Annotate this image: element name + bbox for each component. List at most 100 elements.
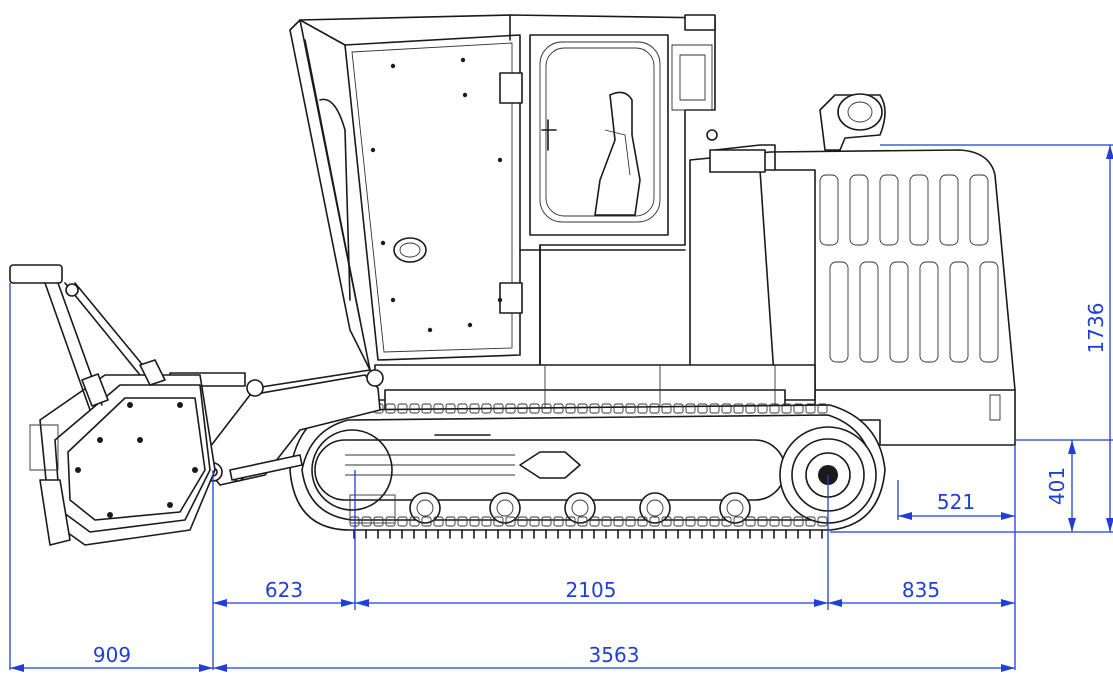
track-roller-hub bbox=[571, 499, 589, 517]
track-link bbox=[613, 403, 624, 414]
track-link bbox=[697, 516, 708, 527]
track-link bbox=[721, 516, 732, 527]
mulcher-head bbox=[29, 374, 216, 546]
cab-bolts bbox=[370, 57, 503, 333]
track-link bbox=[409, 516, 420, 527]
track-link bbox=[397, 403, 408, 414]
bolt bbox=[462, 92, 468, 98]
track-link bbox=[673, 516, 684, 527]
track-link bbox=[781, 403, 792, 414]
track-link bbox=[709, 403, 720, 414]
push-bar-frame bbox=[9, 264, 166, 411]
air-intake bbox=[706, 93, 886, 173]
dimension-arrowheads bbox=[10, 145, 1113, 672]
track-link bbox=[529, 516, 540, 527]
track-link bbox=[769, 403, 780, 414]
track-link bbox=[493, 516, 504, 527]
track-roller bbox=[489, 492, 521, 524]
track-link bbox=[805, 516, 816, 527]
track-link bbox=[517, 403, 528, 414]
track-link bbox=[601, 403, 612, 414]
track-link bbox=[685, 516, 696, 527]
bolt bbox=[75, 467, 81, 473]
track-link bbox=[805, 403, 816, 414]
track-link bbox=[625, 403, 636, 414]
dimension-label-1736: 1736 bbox=[1084, 303, 1108, 354]
bolt bbox=[97, 437, 103, 443]
track-link bbox=[589, 516, 600, 527]
track-link bbox=[433, 516, 444, 527]
track-roller bbox=[719, 492, 751, 524]
track-roller bbox=[639, 492, 671, 524]
vent-slot bbox=[939, 174, 959, 246]
track-link bbox=[541, 516, 552, 527]
track-roller bbox=[564, 492, 596, 524]
vent-slot bbox=[889, 261, 909, 363]
mulcher-arm bbox=[169, 369, 384, 486]
vent-slot bbox=[949, 261, 969, 363]
track-link bbox=[637, 516, 648, 527]
track-link bbox=[817, 403, 828, 414]
track-roller-hub bbox=[496, 499, 514, 517]
vent-slot bbox=[859, 261, 879, 363]
dimension-label-2105: 2105 bbox=[566, 578, 617, 602]
track-roller-hub bbox=[726, 499, 744, 517]
track-roller bbox=[409, 492, 441, 524]
track-link bbox=[661, 516, 672, 527]
track-link bbox=[781, 516, 792, 527]
dimension-label-521: 521 bbox=[937, 490, 975, 514]
bolt bbox=[127, 402, 133, 408]
track-link bbox=[493, 403, 504, 414]
operator-cab bbox=[289, 14, 716, 391]
track-link bbox=[685, 403, 696, 414]
track-link bbox=[721, 403, 732, 414]
dimension-label-623: 623 bbox=[265, 578, 303, 602]
vent-slot bbox=[829, 261, 849, 363]
track-link bbox=[445, 516, 456, 527]
track-link bbox=[361, 516, 372, 527]
track-link bbox=[481, 403, 492, 414]
bolt bbox=[107, 512, 113, 518]
track-link bbox=[385, 516, 396, 527]
track-link bbox=[745, 516, 756, 527]
track-link bbox=[409, 403, 420, 414]
track-link bbox=[505, 516, 516, 527]
vent-slot bbox=[879, 174, 899, 246]
track-link bbox=[385, 403, 396, 414]
track-link bbox=[601, 516, 612, 527]
track-link bbox=[793, 516, 804, 527]
track-link bbox=[589, 403, 600, 414]
track-link bbox=[529, 403, 540, 414]
track-link bbox=[481, 516, 492, 527]
track-link bbox=[469, 403, 480, 414]
bolt bbox=[460, 57, 466, 63]
hood-vent-grille bbox=[819, 174, 999, 363]
track-link bbox=[649, 403, 660, 414]
vent-slot bbox=[909, 174, 929, 246]
track-link bbox=[673, 403, 684, 414]
vent-slot bbox=[819, 174, 839, 246]
bolt bbox=[380, 240, 386, 246]
bolt bbox=[192, 467, 198, 473]
track-link bbox=[445, 403, 456, 414]
track-link bbox=[769, 516, 780, 527]
bolt bbox=[390, 297, 396, 303]
bolt bbox=[467, 322, 473, 328]
dimension-label-401: 401 bbox=[1045, 467, 1069, 505]
bolt bbox=[390, 63, 396, 69]
bolt bbox=[167, 502, 173, 508]
track-link bbox=[541, 403, 552, 414]
track-link bbox=[577, 516, 588, 527]
track-link bbox=[745, 403, 756, 414]
dimension-lines: 909 3563 623 2105 835 521 401 1736 bbox=[9, 144, 1113, 672]
track-link bbox=[697, 403, 708, 414]
track-link bbox=[733, 403, 744, 414]
vent-slot bbox=[969, 174, 989, 246]
track-roller-hub bbox=[416, 499, 434, 517]
bolt bbox=[370, 147, 376, 153]
bolt bbox=[497, 297, 503, 303]
track-link bbox=[733, 516, 744, 527]
bolt bbox=[137, 437, 143, 443]
track-link bbox=[613, 516, 624, 527]
forestry-mulcher-machine bbox=[9, 14, 1016, 546]
